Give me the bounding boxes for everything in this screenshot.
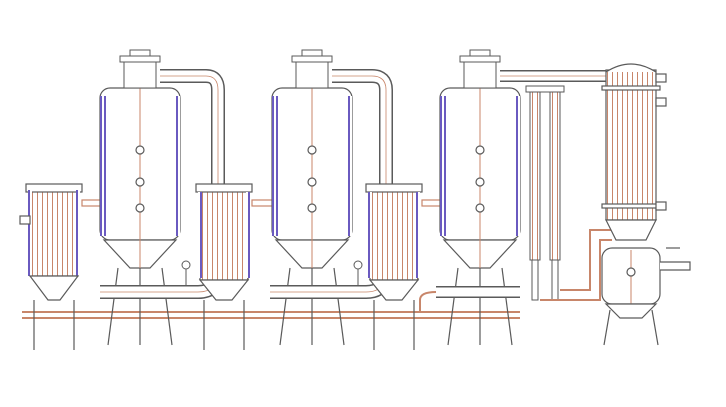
effect-1 (19, 49, 225, 350)
manway-1 (119, 49, 161, 89)
evaporator-vessel-3 (439, 64, 521, 346)
evaporator-vessel-2 (271, 64, 353, 346)
gauge-1 (181, 260, 191, 285)
effect-3 (365, 49, 608, 350)
effect-2 (195, 49, 393, 350)
manway-2 (291, 49, 333, 89)
gauge-2 (353, 260, 363, 285)
preheater-3 (365, 183, 445, 350)
manway-3 (459, 49, 501, 89)
preheater-1 (19, 183, 105, 350)
vertical-coolers (525, 85, 612, 301)
base-frame (22, 311, 520, 319)
receiver-tank (601, 247, 691, 346)
condenser (601, 63, 667, 241)
preheater-2 (195, 183, 275, 350)
evaporator-vessel-1 (99, 64, 181, 346)
